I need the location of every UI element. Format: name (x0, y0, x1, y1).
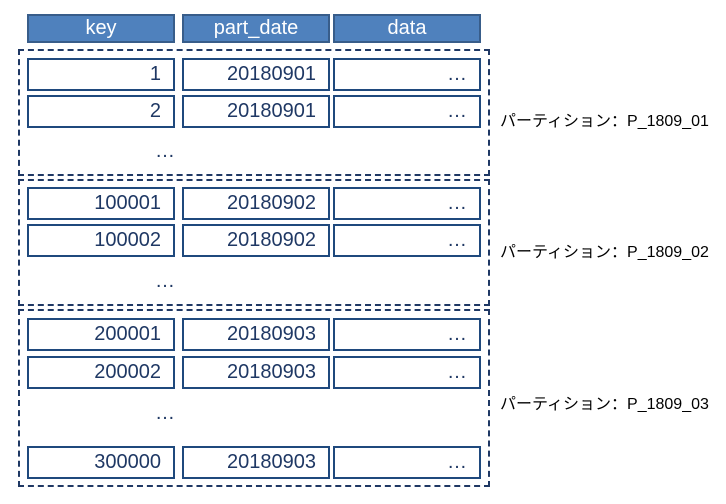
part-date-cell: 20180902 (182, 224, 330, 257)
part-date-cell: 20180903 (182, 446, 330, 479)
data-cell: … (333, 58, 481, 91)
part-date-cell: 20180901 (182, 58, 330, 91)
partition-box-2 (18, 179, 490, 306)
partition-box-1 (18, 49, 490, 176)
key-cell: 2 (27, 95, 175, 128)
part-date-cell: 20180903 (182, 356, 330, 389)
data-cell: … (333, 356, 481, 389)
data-cell: … (333, 224, 481, 257)
key-cell: 1 (27, 58, 175, 91)
part-date-cell: 20180901 (182, 95, 330, 128)
part-date-cell: 20180902 (182, 187, 330, 220)
row-ellipsis: … (155, 270, 175, 292)
key-cell: 100002 (27, 224, 175, 257)
partition-box-3 (18, 309, 490, 487)
column-header-data: data (333, 14, 481, 43)
partition-label-1: パーティション：P_1809_01 (500, 113, 709, 130)
partition-label-3: パーティション：P_1809_03 (500, 396, 709, 413)
data-cell: … (333, 318, 481, 351)
data-cell: … (333, 446, 481, 479)
part-date-cell: 20180903 (182, 318, 330, 351)
key-cell: 300000 (27, 446, 175, 479)
row-ellipsis: … (155, 402, 175, 424)
row-ellipsis: … (155, 140, 175, 162)
partition-label-2: パーティション：P_1809_02 (500, 244, 709, 261)
key-cell: 200002 (27, 356, 175, 389)
data-cell: … (333, 187, 481, 220)
key-cell: 100001 (27, 187, 175, 220)
data-cell: … (333, 95, 481, 128)
column-header-key: key (27, 14, 175, 43)
key-cell: 200001 (27, 318, 175, 351)
column-header-part-date: part_date (182, 14, 330, 43)
